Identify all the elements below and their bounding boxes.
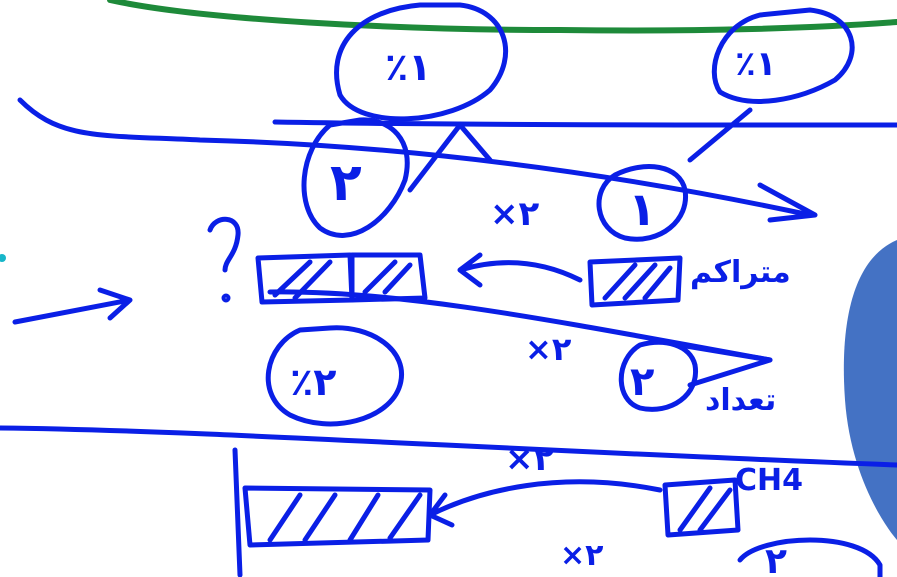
arrow-left: [15, 290, 130, 322]
text-circle-one: ۱: [628, 182, 656, 236]
blue-disc-shape: [844, 240, 897, 540]
hatch-bottom-right: [680, 488, 730, 530]
text-label-ch4: CH4: [735, 463, 803, 498]
arrow-up-right: [690, 110, 750, 160]
text-label-right-top: متراکم: [690, 255, 791, 290]
text-circle-two: ۲: [330, 153, 362, 213]
arrow-head-upper: [760, 185, 815, 220]
question-dot: [224, 296, 228, 300]
text-top-right: ٪۱: [735, 44, 777, 84]
line-lower: [0, 428, 897, 465]
hatch-right: [605, 265, 670, 298]
question-mark: [210, 219, 238, 270]
text-top-left: ٪۱: [385, 45, 431, 89]
teal-dot: [0, 254, 6, 262]
text-times-two-mid: ×۲: [525, 330, 572, 368]
text-bottom-times: ×۲: [560, 538, 603, 573]
arrow-bottom: [430, 482, 660, 525]
text-times-two: ×۲: [490, 194, 539, 234]
text-question: ?: [205, 274, 206, 276]
circle-bottom: [740, 540, 880, 577]
text-label-right-mid: تعداد: [705, 383, 776, 418]
text-times-two-low: ×۲: [505, 439, 554, 479]
text-middle-circle: ٪۲: [290, 360, 336, 404]
hatch-bottom-left: [270, 495, 420, 540]
text-bottom-circle: ۲: [765, 541, 787, 577]
arrow-boxes: [460, 255, 580, 285]
text-circle-two-mid: ۲: [630, 359, 654, 405]
bracket: [235, 450, 240, 575]
